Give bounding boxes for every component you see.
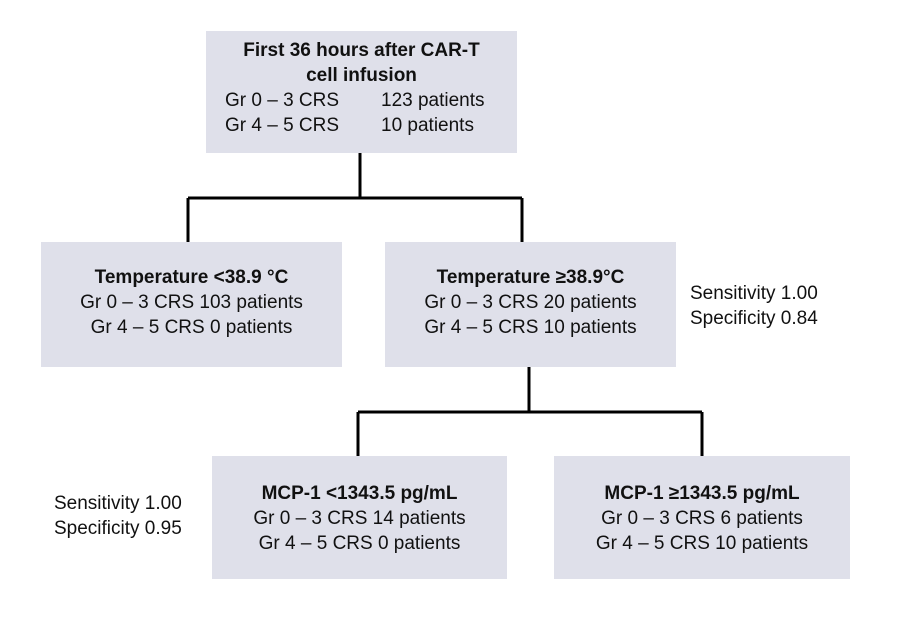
root-row-value: 10 patients [381,115,474,136]
mcp1-low-sensitivity: Sensitivity 1.00 [54,493,182,514]
temperature-high-row-grade-0-3: Gr 0 – 3 CRS 20 patients [424,292,637,313]
mcp1-low-row-grade-4-5: Gr 4 – 5 CRS 0 patients [258,533,461,554]
mcp1-high-row-grade-4-5: Gr 4 – 5 CRS 10 patients [595,533,809,554]
mcp1-high-node: MCP-1 ≥1343.5 pg/mL Gr 0 – 3 CRS 6 patie… [554,456,850,579]
root-title-line1: First 36 hours after CAR-T [243,40,480,61]
root-row-label: Gr 4 – 5 CRS [225,115,340,136]
root-row-grade-0-3: Gr 0 – 3 CRS 123 patients [206,88,517,113]
mcp1-low-specificity: Specificity 0.95 [54,518,182,539]
root-node: First 36 hours after CAR-T cell infusion… [206,31,517,153]
temperature-high-specificity: Specificity 0.84 [690,308,818,329]
temperature-low-row-grade-4-5: Gr 4 – 5 CRS 0 patients [90,317,293,338]
root-row-label: Gr 0 – 3 CRS [225,90,340,111]
root-row-grade-4-5: Gr 4 – 5 CRS 10 patients [206,113,517,138]
root-title-line2: cell infusion [306,65,417,86]
temperature-low-node: Temperature <38.9 °C Gr 0 – 3 CRS 103 pa… [41,242,342,367]
mcp1-low-title: MCP-1 <1343.5 pg/mL [261,483,458,504]
temperature-high-node: Temperature ≥38.9°C Gr 0 – 3 CRS 20 pati… [385,242,676,367]
mcp1-high-title: MCP-1 ≥1343.5 pg/mL [604,483,800,504]
mcp1-low-row-grade-0-3: Gr 0 – 3 CRS 14 patients [253,508,466,529]
mcp1-high-row-grade-0-3: Gr 0 – 3 CRS 6 patients [601,508,803,529]
temperature-low-row-grade-0-3: Gr 0 – 3 CRS 103 patients [80,292,303,313]
root-row-value: 123 patients [381,90,485,111]
temperature-high-title: Temperature ≥38.9°C [436,267,625,288]
mcp1-low-node: MCP-1 <1343.5 pg/mL Gr 0 – 3 CRS 14 pati… [212,456,507,579]
temperature-low-title: Temperature <38.9 °C [94,267,289,288]
temperature-high-row-grade-4-5: Gr 4 – 5 CRS 10 patients [424,317,637,338]
mcp1-low-metrics: Sensitivity 1.00 Specificity 0.95 [54,491,182,541]
temperature-high-sensitivity: Sensitivity 1.00 [690,283,818,304]
temperature-high-metrics: Sensitivity 1.00 Specificity 0.84 [690,281,818,331]
